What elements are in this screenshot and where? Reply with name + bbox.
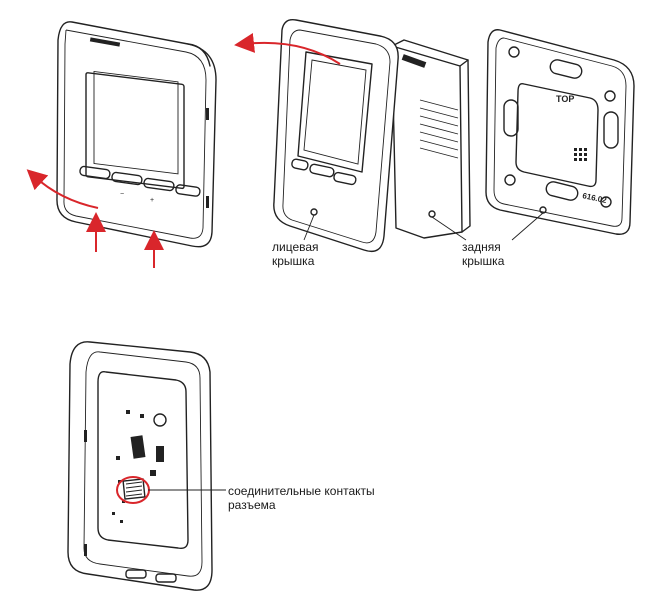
back-plate: TOP 616.02 xyxy=(485,29,635,235)
minus-marking: − xyxy=(120,191,124,198)
thermostat-disassembly-view xyxy=(273,19,471,253)
back-plate-leader xyxy=(511,212,544,241)
back-cover-label: задняя крышка xyxy=(462,240,504,268)
connector-label: соединительные контакты разъема xyxy=(228,484,375,512)
plus-marking: + xyxy=(150,197,154,204)
back-cover-label-line2: крышка xyxy=(462,254,505,268)
connector-label-line1: соединительные контакты xyxy=(228,484,375,498)
back-plate-connector xyxy=(574,148,587,161)
thermostat-front-view: − + xyxy=(56,21,217,248)
front-cover-label-line1: лицевая xyxy=(272,240,319,254)
front-buttons xyxy=(79,165,201,197)
front-cover-leader xyxy=(303,214,315,241)
cover-open-arrow xyxy=(234,32,341,65)
front-cover-inside xyxy=(67,341,213,591)
connector-label-line2: разъема xyxy=(228,498,276,512)
front-cover-label: лицевая крышка xyxy=(272,240,319,268)
front-cover-label-line2: крышка xyxy=(272,254,315,268)
back-cover-label-line1: задняя xyxy=(462,240,501,254)
top-marking: TOP xyxy=(556,94,574,104)
back-cover-leader xyxy=(431,216,467,241)
removal-arrows xyxy=(26,169,164,268)
